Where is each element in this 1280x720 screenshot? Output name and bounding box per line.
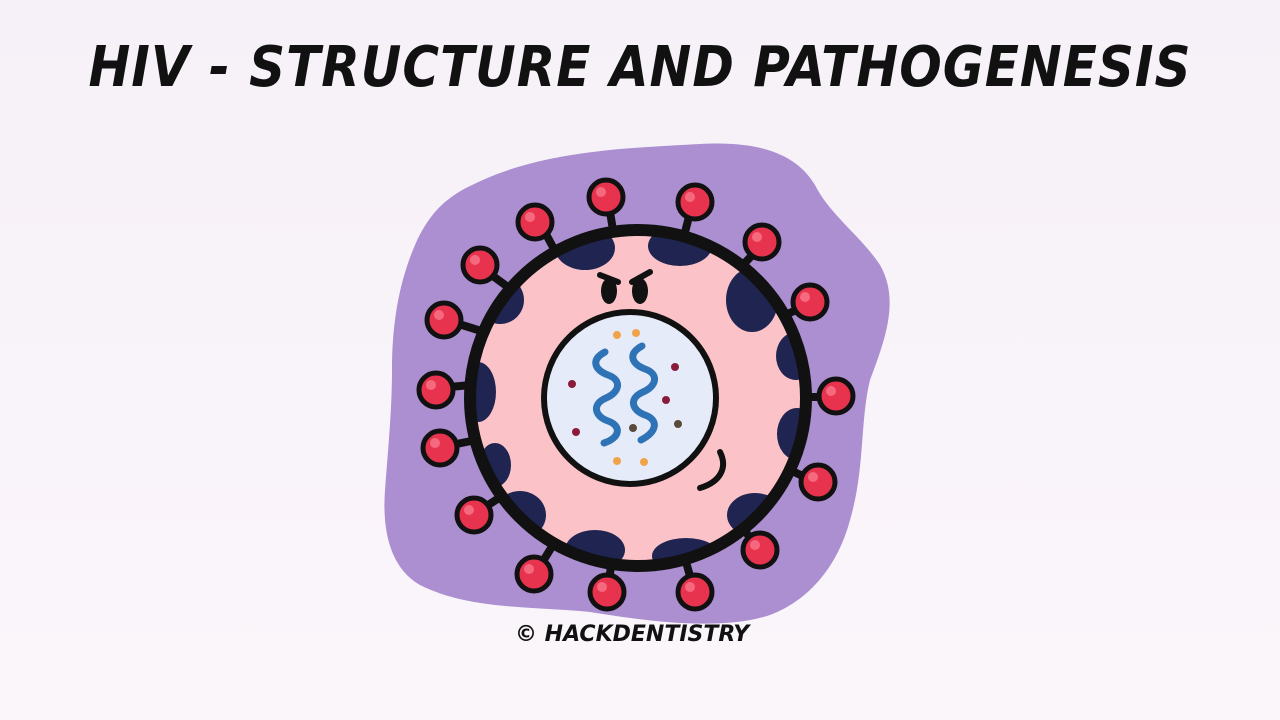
glycoprotein-spike-icon — [514, 554, 554, 594]
glycoprotein-spike-icon — [675, 572, 715, 612]
glycoprotein-spike-icon — [816, 376, 856, 416]
glycoprotein-spike-icon — [416, 370, 456, 410]
glycoprotein-spike-icon — [515, 202, 555, 242]
face-smile — [697, 449, 727, 491]
glycoprotein-spike-icon — [675, 182, 715, 222]
glycoprotein-spike-icon — [740, 530, 780, 570]
glycoprotein-spike-icon — [742, 222, 782, 262]
glycoprotein-spike-icon — [586, 177, 626, 217]
glycoprotein-spike-icon — [420, 428, 460, 468]
viral-core — [541, 309, 719, 487]
glycoprotein-spike-icon — [798, 462, 838, 502]
glycoprotein-spike-icon — [790, 282, 830, 322]
page-title: HIV - STRUCTURE AND PATHOGENESIS — [88, 34, 1192, 100]
membrane-outline — [464, 224, 812, 572]
glycoprotein-spike-icon — [454, 495, 494, 535]
copyright-credit: © HACKDENTISTRY — [515, 622, 750, 647]
glycoprotein-spike-icon — [424, 300, 464, 340]
face-eyes — [597, 269, 653, 304]
glycoprotein-spike-icon — [587, 572, 627, 612]
glycoprotein-spike-icon — [460, 245, 500, 285]
rna-strand-icon — [592, 342, 658, 447]
core-dots — [568, 329, 682, 466]
